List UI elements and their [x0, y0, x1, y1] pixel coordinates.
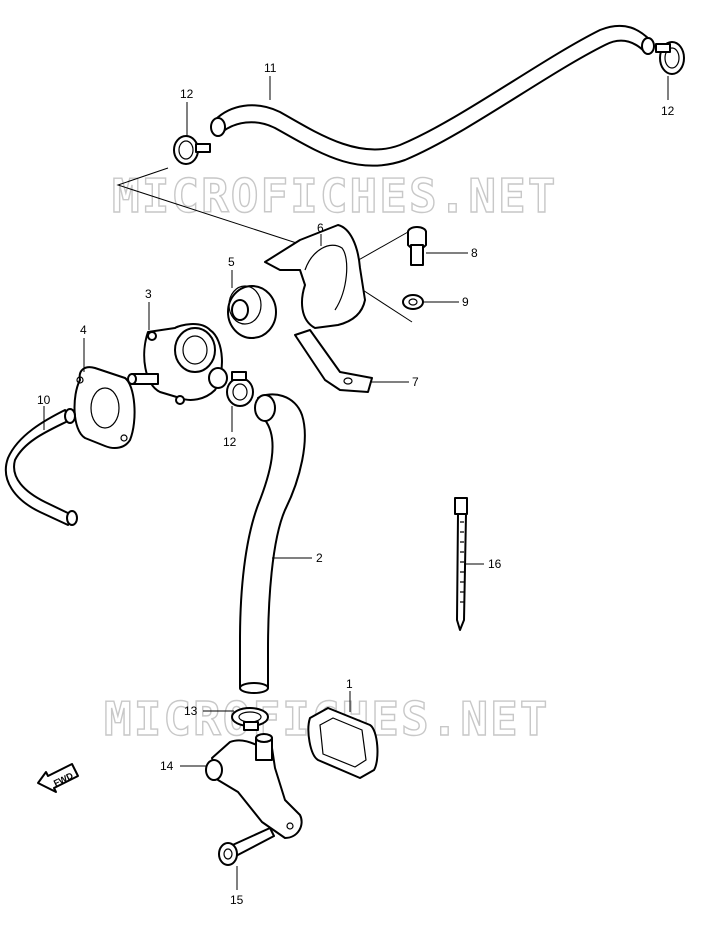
part-10-hose: [4, 408, 78, 526]
part-2-hose: [239, 393, 306, 694]
part-9-washer: [402, 294, 424, 310]
callout-3: 3: [145, 287, 152, 301]
callout-9: 9: [462, 295, 469, 309]
part-12-clamp-right: [655, 41, 685, 75]
callout-16: 16: [488, 557, 502, 571]
callout-5: 5: [228, 255, 235, 269]
callout-13: 13: [184, 704, 198, 718]
callout-12-center: 12: [223, 435, 237, 449]
callout-2: 2: [316, 551, 323, 565]
part-15-bolt: [218, 827, 275, 866]
part-6-bracket: [264, 224, 366, 329]
part-8-bolt: [407, 226, 427, 266]
part-13-clamp: [231, 707, 269, 731]
callout-14: 14: [160, 759, 174, 773]
callout-12-right: 12: [661, 104, 675, 118]
part-5-grommet: [227, 285, 277, 339]
part-11-hose: [210, 24, 655, 167]
callout-15: 15: [230, 893, 244, 907]
callout-6: 6: [317, 221, 324, 235]
callout-1: 1: [346, 677, 353, 691]
callout-7: 7: [412, 375, 419, 389]
callout-10: 10: [37, 393, 51, 407]
leader-lines: [43, 76, 669, 890]
part-12-clamp-left: [173, 135, 211, 165]
part-16-cable-tie: [454, 497, 468, 631]
reference-line-top: [116, 167, 409, 263]
callout-4: 4: [80, 323, 87, 337]
part-3-valve: [127, 323, 228, 405]
part-14-cover: [205, 733, 303, 839]
callout-12-left: 12: [180, 87, 194, 101]
part-4-gasket: [73, 366, 136, 449]
part-1-gasket: [307, 707, 379, 779]
callout-11: 11: [264, 61, 277, 75]
part-7-strap: [294, 329, 373, 393]
part-12-clamp-center: [226, 371, 254, 407]
watermark-top: MICROFICHES.NET: [112, 169, 557, 223]
fwd-arrow-icon: FWD: [37, 763, 79, 793]
callout-8: 8: [471, 246, 478, 260]
